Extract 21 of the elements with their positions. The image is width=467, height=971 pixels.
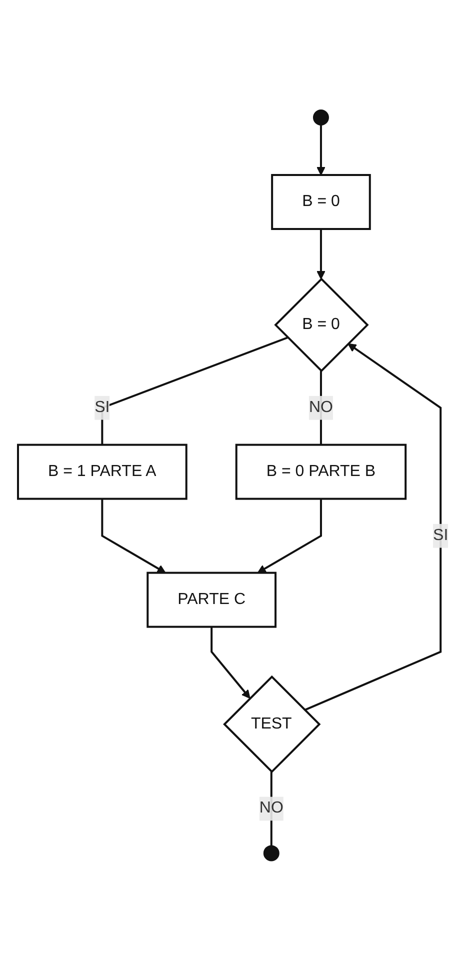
node-box: B = 1 PARTE A — [17, 444, 188, 500]
arrow — [211, 626, 251, 699]
arrow — [102, 498, 166, 574]
node-dots — [313, 110, 330, 126]
edge-label: SI — [433, 526, 449, 544]
node-diamond: TEST — [223, 676, 322, 774]
node-box: B = 0 PARTE B — [236, 444, 408, 500]
connector — [320, 370, 322, 445]
connector — [102, 336, 288, 445]
node-diamond: B = 0 — [274, 278, 370, 372]
edge-label: NO — [260, 800, 284, 817]
arrow — [304, 343, 442, 712]
connector — [270, 772, 273, 846]
node-box: PARTE C — [147, 572, 277, 628]
arrow — [317, 229, 326, 280]
node-box: B = 0 — [272, 174, 372, 230]
edge-label: SI — [95, 398, 110, 416]
edge-label: NO — [309, 398, 334, 416]
arrow — [317, 125, 326, 176]
node-dots — [264, 845, 280, 862]
arrow — [258, 498, 322, 574]
